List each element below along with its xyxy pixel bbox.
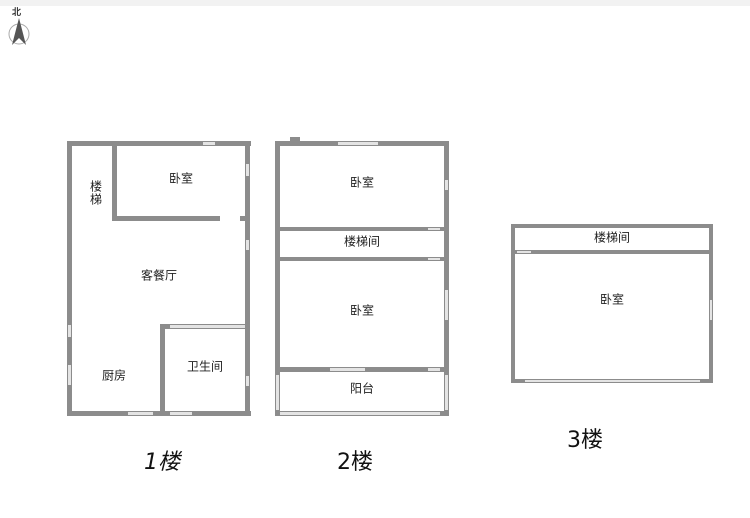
top-bar [0, 0, 750, 6]
room-label-stairwell: 楼梯间 [593, 230, 631, 245]
room-label-bedroom: 卧室 [349, 303, 375, 318]
room-label-living-dining: 客餐厅 [140, 268, 178, 283]
floor2-title: 2楼 [337, 450, 373, 475]
room-label-bedroom: 卧室 [168, 171, 194, 186]
room-label-balcony: 阳台 [349, 381, 375, 396]
room-label-bedroom: 卧室 [349, 175, 375, 190]
room-label-kitchen: 厨房 [101, 368, 127, 383]
room-label-stairs: 楼梯 [88, 180, 103, 206]
compass-icon [8, 18, 30, 45]
room-label-stairwell: 楼梯间 [343, 234, 381, 249]
north-label: 北 [12, 8, 22, 18]
windows [68, 142, 712, 415]
floor1-title: 1楼 [144, 450, 180, 475]
room-label-bathroom: 卫生间 [186, 359, 224, 374]
room-label-bedroom: 卧室 [599, 292, 625, 307]
floor3-title: 3楼 [567, 428, 603, 453]
